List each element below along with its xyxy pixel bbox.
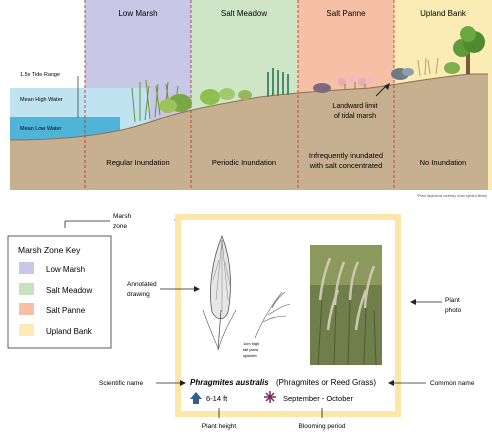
key-swatch-salt-meadow (19, 283, 34, 295)
inundation-salt-panne-line1: Infrequently inundated (309, 151, 383, 160)
callout-scientific-name: Scientific name (99, 380, 143, 387)
callout-annotated-line1: Annotated (127, 281, 157, 288)
annotated-drawing: 1cm high tall plant spikelet (202, 234, 291, 358)
plant-photo (310, 245, 382, 366)
mean-high-water-label: Mean High Water (20, 97, 63, 103)
zone-label-upland-bank: Upland Bank (420, 9, 467, 18)
callout-plant-photo-line2: photo (445, 307, 462, 314)
inundation-low-marsh: Regular Inundation (106, 158, 169, 167)
landward-limit-arrowhead (384, 83, 390, 90)
landward-limit-arrow (375, 85, 387, 97)
zone-dividers (84, 0, 395, 190)
landward-limit-line1: Landward limit (332, 103, 377, 110)
callout-marsh-zone-line2: zone (113, 223, 127, 230)
salt-meadow-grass (200, 68, 289, 105)
upland-plants (417, 26, 485, 77)
mean-low-water-label: Mean Low Water (20, 126, 62, 132)
key-swatch-salt-panne (19, 303, 34, 315)
plant-height: 6-14 ft (206, 394, 228, 403)
landward-limit-line2: of tidal marsh (334, 113, 376, 120)
salt-panne-plants (313, 68, 414, 93)
key-label-upland-bank: Upland Bank (46, 327, 93, 336)
callout-scientific-arrowhead (180, 380, 186, 386)
inundation-salt-panne-line2: with salt concentrated (309, 161, 383, 170)
key-label-low-marsh: Low Marsh (46, 265, 85, 274)
drawing-note-line1: 1cm high (243, 341, 259, 346)
image-credit: *Plant depictions courtesy of ian.symbol… (417, 194, 487, 198)
drawing-note-line3: spikelet (243, 353, 257, 358)
low-marsh-bushes (159, 94, 192, 113)
blooming-period-icon (264, 391, 276, 403)
marsh-cross-section: Low Marsh Salt Meadow Salt Panne Upland … (9, 0, 492, 198)
scientific-name: Phragmites australis (190, 378, 269, 387)
plant-card-frame (175, 214, 401, 417)
key-swatch-low-marsh (19, 262, 34, 274)
callout-blooming-period: Blooming period (299, 423, 346, 430)
common-name: (Phragmites or Reed Grass) (276, 378, 376, 387)
zone-label-salt-panne: Salt Panne (326, 9, 366, 18)
callout-marsh-zone-line1: Marsh (113, 213, 131, 220)
key-title: Marsh Zone Key (18, 245, 81, 255)
tide-range-label: 1.5x Tide Range (20, 72, 60, 78)
callout-marsh-zone-star: ◂ (174, 215, 178, 224)
inundation-upland-bank: No Inundation (420, 158, 467, 167)
callout-common-name: Common name (430, 380, 475, 387)
callout-plant-height: Plant height (202, 423, 237, 430)
key-swatch-upland-bank (19, 324, 34, 336)
callout-plant-photo-line1: Plant (445, 297, 460, 304)
key-label-salt-panne: Salt Panne (46, 306, 86, 315)
key-label-salt-meadow: Salt Meadow (46, 286, 92, 295)
drawing-note-line2: tall plant (243, 347, 259, 352)
inundation-salt-meadow: Periodic Inundation (212, 158, 276, 167)
callout-common-arrowhead (388, 380, 394, 386)
soil-profile (10, 74, 488, 190)
callout-annotated-arrowhead (194, 286, 200, 292)
marsh-zone-key: Marsh Zone Key Low Marsh Salt Meadow Sal… (7, 235, 112, 349)
blooming-period: September - October (283, 394, 354, 403)
callout-annotated-line2: drawing (127, 291, 150, 298)
plant-height-icon (190, 392, 202, 404)
soil-surface (9, 73, 488, 141)
zone-label-low-marsh: Low Marsh (118, 9, 157, 18)
callout-plant-photo-arrowhead (410, 299, 416, 305)
zone-label-salt-meadow: Salt Meadow (221, 9, 267, 18)
